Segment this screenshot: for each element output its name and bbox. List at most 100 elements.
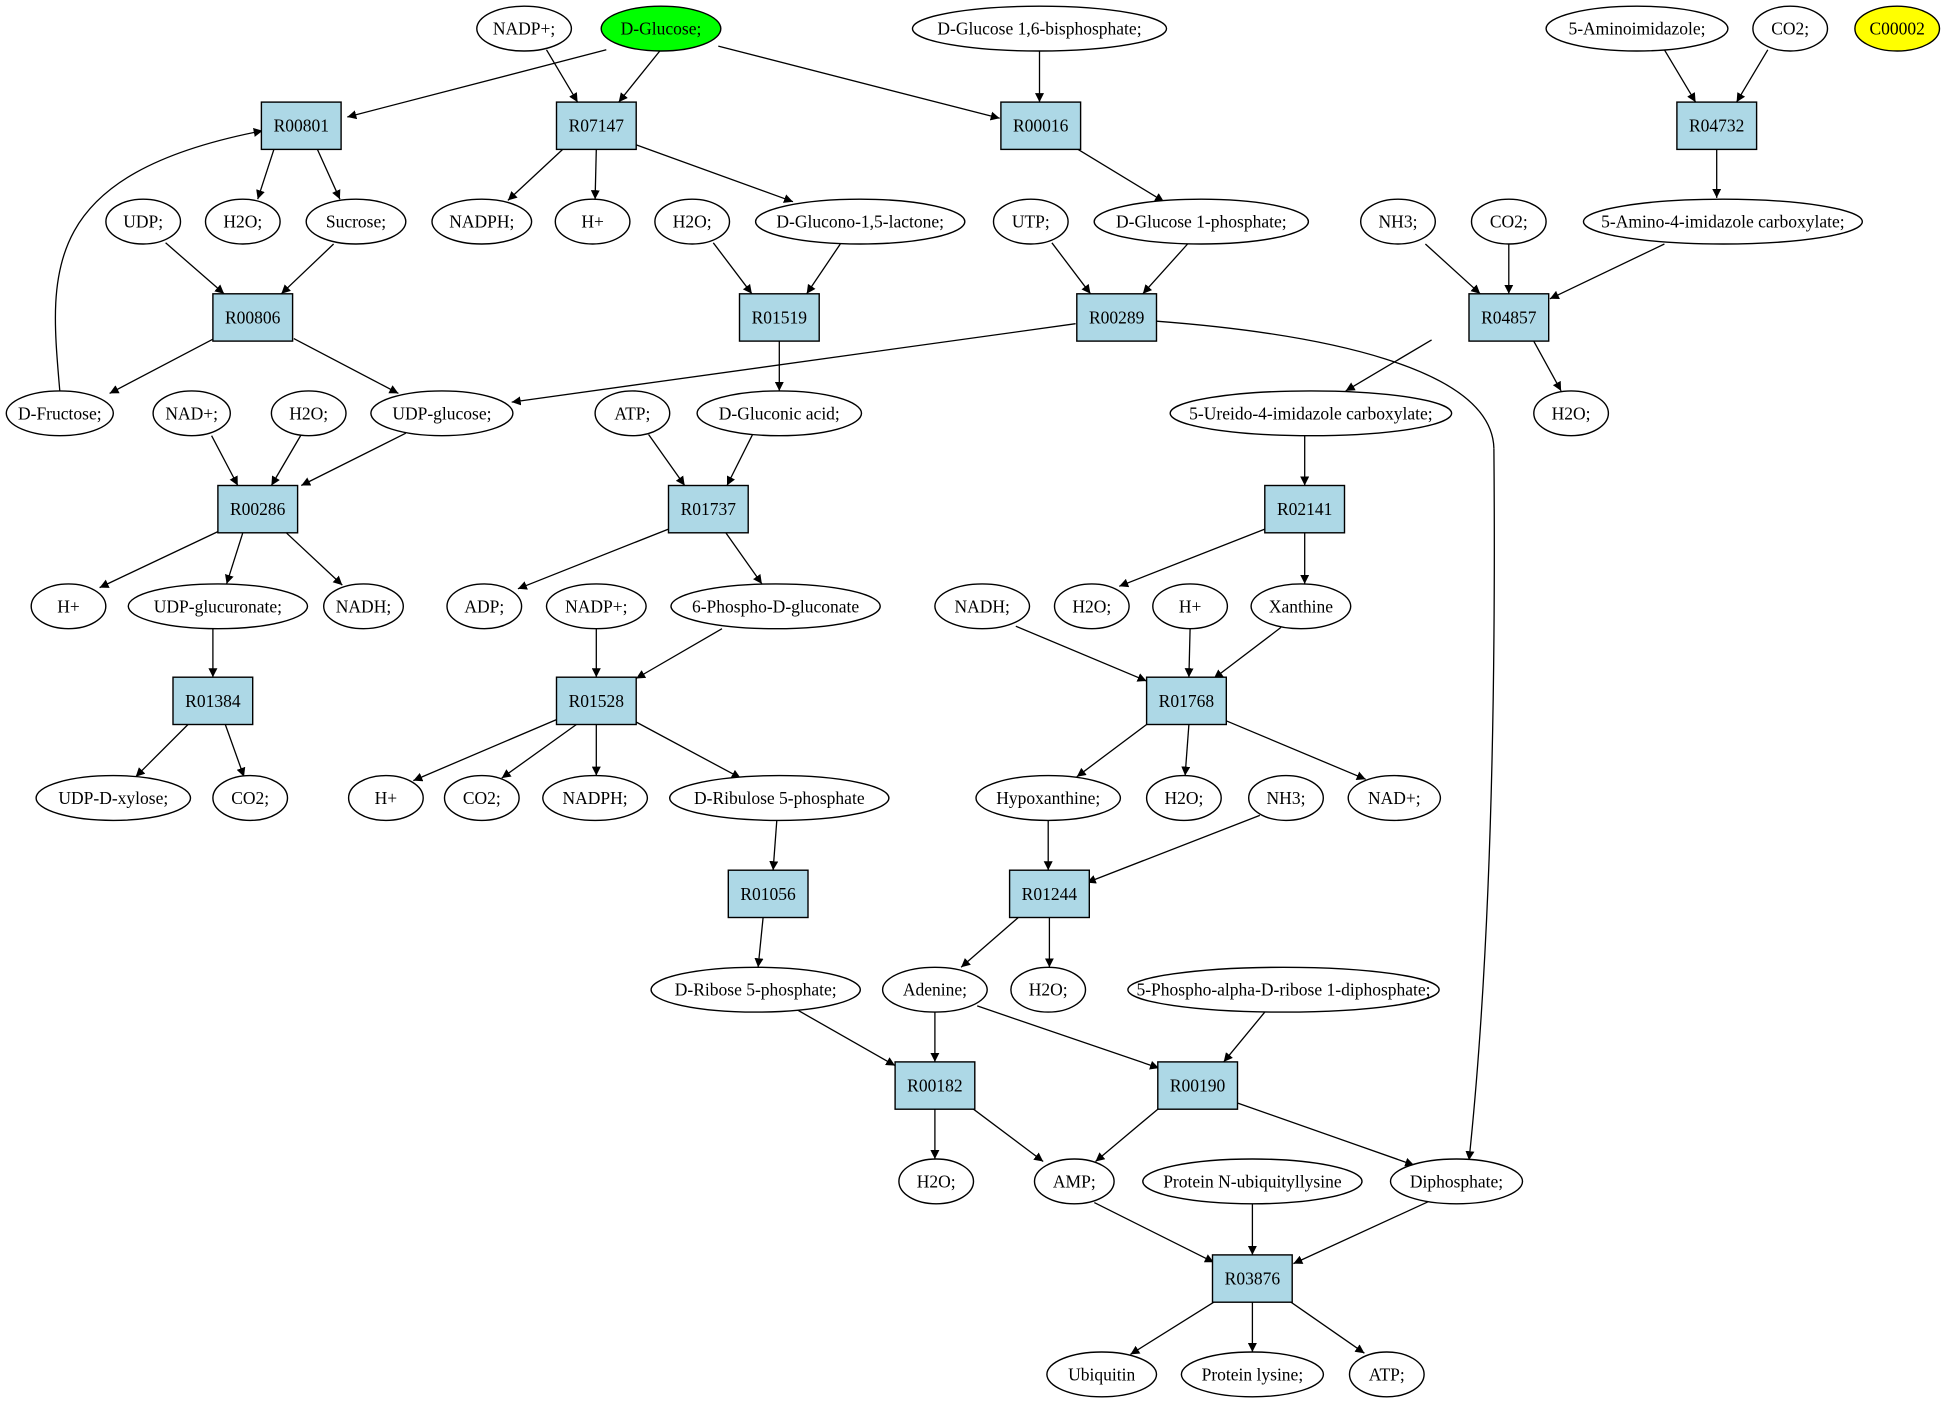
reaction-node-r01056[interactable]: R01056 — [727, 869, 809, 919]
compound-node-prpp[interactable]: 5-Phospho-alpha-D-ribose 1-diphosphate; — [1127, 966, 1440, 1013]
reaction-box — [738, 293, 820, 342]
compound-node-atp-b[interactable]: ATP; — [1348, 1351, 1425, 1398]
compound-node-h2o-h[interactable]: H2O; — [898, 1158, 975, 1205]
reaction-node-r03876[interactable]: R03876 — [1211, 1254, 1293, 1303]
compound-label: AMP; — [1053, 1171, 1096, 1191]
compound-ellipse — [992, 198, 1069, 245]
reaction-node-r01737[interactable]: R01737 — [667, 484, 749, 534]
reaction-node-r01244[interactable]: R01244 — [1008, 869, 1090, 919]
compound-node-udpglcu[interactable]: UDP-glucuronate; — [127, 583, 309, 630]
compound-node-nh3-b[interactable]: NH3; — [1247, 774, 1324, 822]
reaction-node-r07147[interactable]: R07147 — [555, 101, 637, 151]
compound-node-h2o-a[interactable]: H2O; — [204, 198, 281, 245]
reaction-box — [1157, 1061, 1239, 1110]
compound-node-gluconic[interactable]: D-Gluconic acid; — [696, 390, 863, 437]
compound-node-nadph-a[interactable]: NADPH; — [431, 198, 533, 245]
compound-node-h2o-d[interactable]: H2O; — [1533, 390, 1610, 437]
compound-node-nadp-b[interactable]: NADP+; — [545, 583, 647, 630]
compound-node-nad-a[interactable]: NAD+; — [152, 390, 232, 437]
compound-node-hypox[interactable]: Hypoxanthine; — [975, 774, 1122, 822]
reaction-node-r00286[interactable]: R00286 — [217, 484, 299, 534]
compound-node-udp[interactable]: UDP; — [105, 198, 182, 245]
compound-node-nadph-b[interactable]: NADPH; — [542, 774, 649, 822]
compound-node-c00002[interactable]: C00002 — [1854, 5, 1941, 52]
edge-arrow — [976, 1005, 1160, 1070]
reaction-node-r01519[interactable]: R01519 — [738, 293, 820, 342]
compound-node-atp-a[interactable]: ATP; — [594, 390, 671, 437]
compound-node-hplus-d[interactable]: H+ — [347, 774, 424, 822]
compound-node-co2-c[interactable]: CO2; — [212, 774, 289, 822]
compound-node-h2o-f[interactable]: H2O; — [1145, 774, 1222, 822]
compound-node-ureido[interactable]: 5-Ureido-4-imidazole carboxylate; — [1169, 390, 1453, 437]
edge-arrow — [1077, 148, 1165, 203]
reaction-node-r02141[interactable]: R02141 — [1264, 484, 1346, 534]
compound-node-diphos[interactable]: Diphosphate; — [1389, 1158, 1524, 1205]
compound-node-aaic[interactable]: 5-Amino-4-imidazole carboxylate; — [1582, 198, 1863, 245]
reaction-node-r01528[interactable]: R01528 — [555, 676, 637, 726]
compound-node-h2o-e[interactable]: H2O; — [1053, 583, 1130, 630]
edge-arrow — [285, 532, 343, 586]
reaction-node-r04857[interactable]: R04857 — [1468, 293, 1550, 342]
compound-node-h2o-b[interactable]: H2O; — [654, 198, 731, 245]
compound-node-r5p[interactable]: D-Ribose 5-phosphate; — [650, 966, 862, 1013]
compound-label: UDP-glucuronate; — [154, 596, 282, 616]
compound-node-sucrose[interactable]: Sucrose; — [305, 198, 407, 245]
compound-node-hplus-b[interactable]: H+ — [30, 583, 107, 630]
edge-arrow — [1290, 1301, 1365, 1354]
compound-node-glucose[interactable]: D-Glucose; — [600, 5, 722, 52]
compound-node-udpxyl[interactable]: UDP-D-xylose; — [35, 774, 192, 822]
compound-node-nadh-a[interactable]: NADH; — [323, 583, 405, 630]
edge-arrow — [726, 432, 754, 486]
compound-node-g16bp[interactable]: D-Glucose 1,6-bisphosphate; — [911, 5, 1168, 52]
compound-node-ubiquitin[interactable]: Ubiquitin — [1046, 1351, 1158, 1398]
compound-label: H2O; — [1164, 788, 1203, 808]
compound-node-fructose[interactable]: D-Fructose; — [5, 390, 114, 437]
edges-layer — [54, 45, 1769, 1355]
compound-node-hplus-c[interactable]: H+ — [1152, 583, 1229, 630]
compound-node-g1p[interactable]: D-Glucose 1-phosphate; — [1093, 198, 1310, 245]
compound-node-amp[interactable]: AMP; — [1033, 1158, 1115, 1205]
compound-ellipse — [1093, 198, 1310, 245]
compound-node-aminoimid[interactable]: 5-Aminoimidazole; — [1545, 5, 1729, 52]
compound-node-udpglc[interactable]: UDP-glucose; — [370, 390, 514, 437]
reaction-node-r00190[interactable]: R00190 — [1157, 1061, 1239, 1110]
compound-node-protlys[interactable]: Protein lysine; — [1180, 1351, 1325, 1398]
reaction-box — [727, 869, 809, 919]
reaction-node-r01384[interactable]: R01384 — [172, 676, 254, 726]
compound-node-adp[interactable]: ADP; — [446, 583, 523, 630]
edge-arrow — [54, 127, 263, 391]
reaction-node-r00801[interactable]: R00801 — [260, 101, 342, 151]
compound-node-glucono[interactable]: D-Glucono-1,5-lactone; — [754, 198, 966, 245]
compound-label: Protein lysine; — [1202, 1364, 1304, 1384]
reaction-node-r00016[interactable]: R00016 — [1000, 101, 1082, 151]
reaction-node-r01768[interactable]: R01768 — [1145, 676, 1227, 726]
compound-node-nh3-a[interactable]: NH3; — [1359, 198, 1436, 245]
compound-node-co2-d[interactable]: CO2; — [443, 774, 520, 822]
reaction-box — [555, 676, 637, 726]
reaction-label: R00016 — [1013, 116, 1069, 136]
compound-node-adenine[interactable]: Adenine; — [881, 966, 988, 1013]
compound-node-nadp-top[interactable]: NADP+; — [476, 5, 573, 52]
compound-label: Hypoxanthine; — [996, 788, 1100, 808]
edge-arrow — [211, 435, 239, 486]
compound-node-h2o-g[interactable]: H2O; — [1010, 966, 1087, 1013]
compound-label: NAD+; — [165, 403, 218, 423]
compound-node-co2-top[interactable]: CO2; — [1752, 5, 1829, 52]
compound-node-co2-b[interactable]: CO2; — [1470, 198, 1547, 245]
reaction-node-r04732[interactable]: R04732 — [1676, 101, 1758, 151]
compound-node-nad-b[interactable]: NAD+; — [1347, 774, 1442, 822]
edge-arrow — [1086, 814, 1261, 884]
reaction-node-r00182[interactable]: R00182 — [894, 1061, 976, 1110]
reaction-node-r00289[interactable]: R00289 — [1076, 293, 1158, 342]
compound-node-ru5p[interactable]: D-Ribulose 5-phosphate — [669, 774, 890, 822]
compound-node-nadh-b[interactable]: NADH; — [934, 583, 1031, 630]
compound-node-pgluconate[interactable]: 6-Phospho-D-gluconate — [670, 583, 881, 630]
reaction-box — [212, 293, 294, 342]
compound-node-protubq[interactable]: Protein N-ubiquityllysine — [1142, 1158, 1363, 1205]
compound-node-utp[interactable]: UTP; — [992, 198, 1069, 245]
compound-node-xanthine[interactable]: Xanthine — [1250, 583, 1352, 630]
compound-node-h2o-c[interactable]: H2O; — [270, 390, 347, 437]
compound-node-hplus-a[interactable]: H+ — [554, 198, 631, 245]
reaction-node-r00806[interactable]: R00806 — [212, 293, 294, 342]
